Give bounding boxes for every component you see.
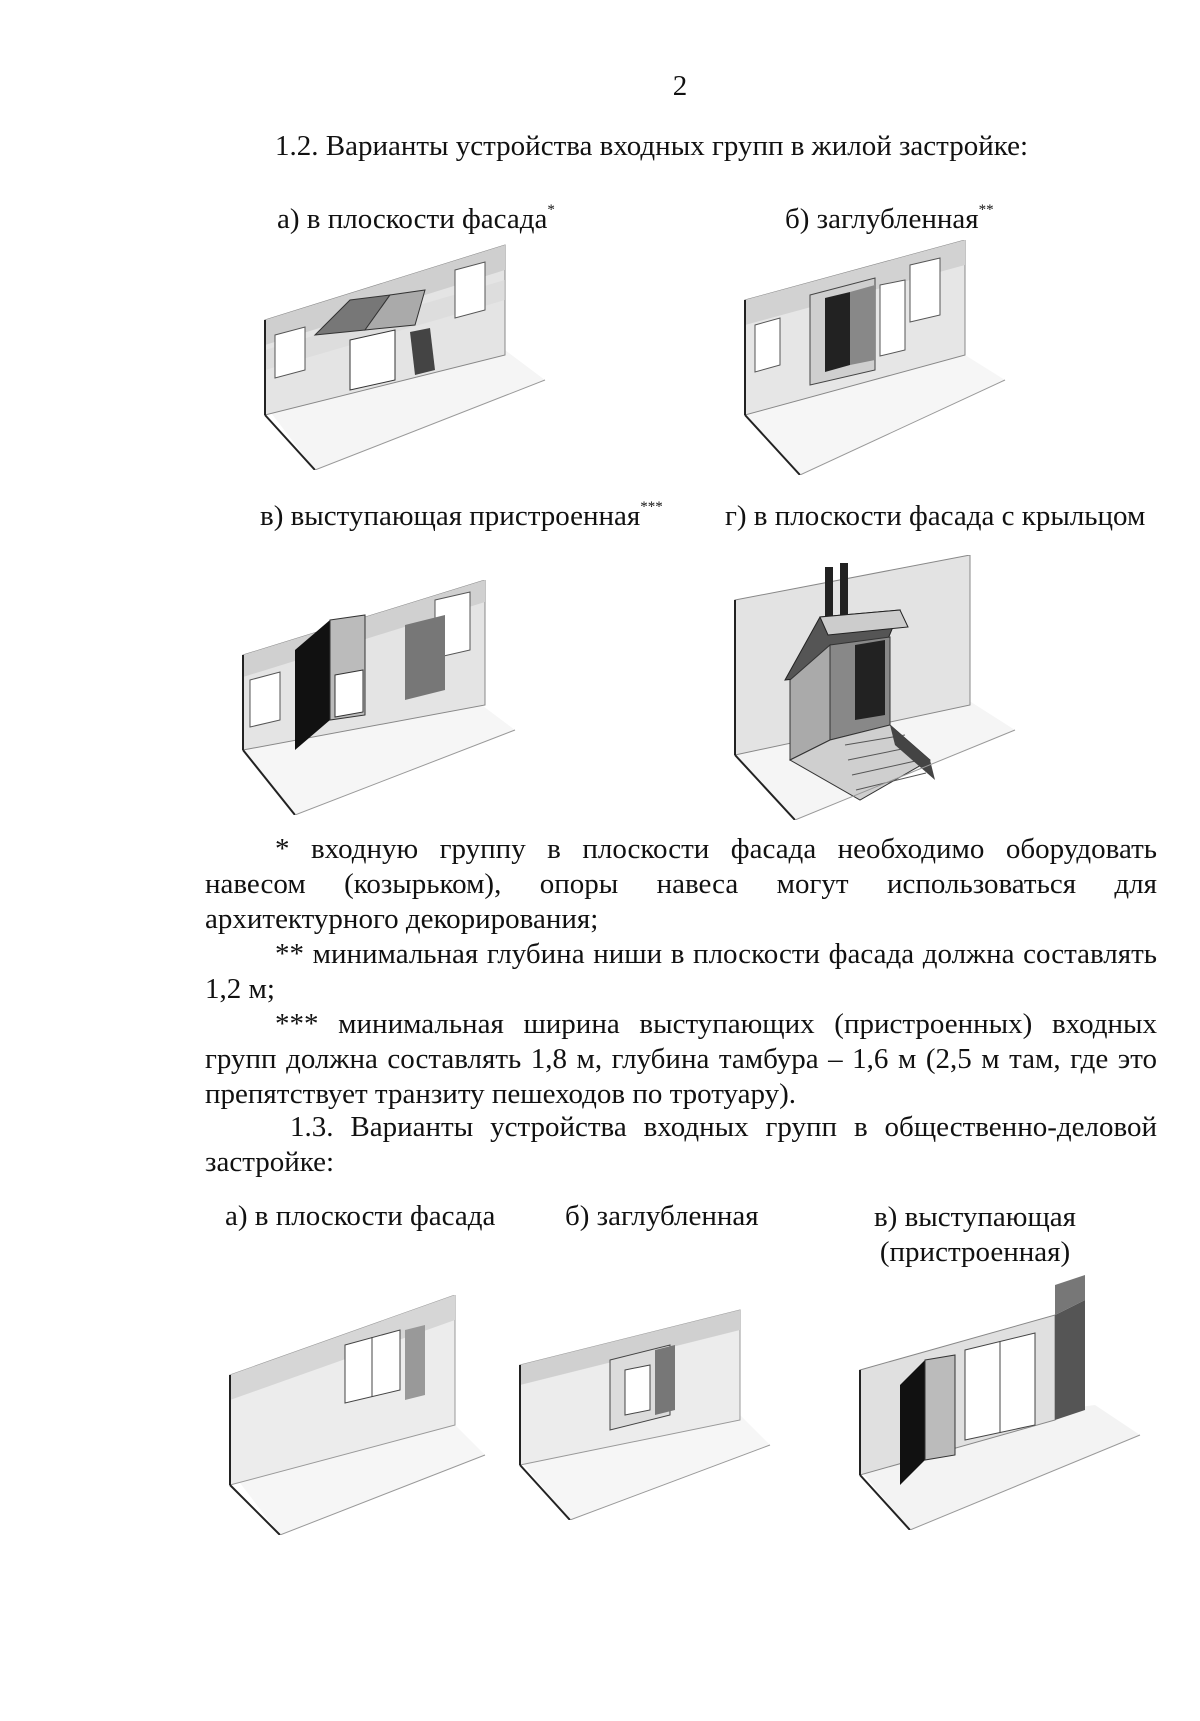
footnote-mark: *** bbox=[640, 499, 663, 515]
footnote-2-line-1: ** минимальная глубина ниши в плоскости … bbox=[275, 938, 1157, 970]
caption-public-c-line-2: (пристроенная) bbox=[879, 1236, 1071, 1268]
footnote-3-line-3: препятствует транзиту пешеходов по троту… bbox=[205, 1078, 797, 1110]
section-1-2-heading: 1.2. Варианты устройства входных групп в… bbox=[275, 130, 1029, 162]
figure-residential-c-projecting bbox=[242, 580, 516, 815]
caption-d-facade-plane-porch: г) в плоскости фасада с крыльцом bbox=[725, 500, 1146, 532]
figure-residential-a-facade-plane bbox=[264, 244, 546, 470]
footnote-3-line-1: *** минимальная ширина выступающих (прис… bbox=[275, 1008, 1157, 1040]
footnote-mark: ** bbox=[978, 202, 994, 218]
figure-public-a-facade-plane bbox=[229, 1295, 486, 1535]
caption-c-projecting-annex: в) выступающая пристроенная*** bbox=[260, 499, 663, 533]
figure-residential-d-porch bbox=[734, 555, 1016, 820]
caption-public-b-recessed: б) заглубленная bbox=[565, 1200, 759, 1232]
figure-public-c-projecting bbox=[859, 1275, 1141, 1530]
section-1-3-line-1: 1.3. Варианты устройства входных групп в… bbox=[290, 1111, 1157, 1143]
caption-b-recessed: б) заглубленная** bbox=[785, 202, 994, 236]
caption-public-c-projecting: в) выступающая (пристроенная) bbox=[860, 1200, 1090, 1270]
page-number: 2 bbox=[672, 70, 688, 102]
section-1-3-line-2: застройке: bbox=[205, 1146, 335, 1178]
footnote-mark: * bbox=[547, 202, 555, 218]
section-1-3-heading: 1.3. Варианты устройства входных групп в… bbox=[205, 1110, 1157, 1180]
figure-residential-b-recessed bbox=[744, 240, 1006, 475]
footnote-1-line-1: * входную группу в плоскости фасада необ… bbox=[275, 833, 1157, 865]
footnote-1-line-3: архитектурного декорирования; bbox=[205, 903, 599, 935]
footnotes-block: * входную группу в плоскости фасада необ… bbox=[205, 832, 1157, 1112]
caption-public-c-line-1: в) выступающая bbox=[873, 1201, 1077, 1233]
footnote-2-line-2: 1,2 м; bbox=[205, 973, 275, 1005]
figure-public-b-recessed bbox=[519, 1309, 771, 1520]
footnote-1-line-2: навесом (козырьком), опоры навеса могут … bbox=[205, 868, 1157, 900]
caption-public-a-facade-plane: а) в плоскости фасада bbox=[225, 1200, 496, 1232]
caption-a-facade-plane: а) в плоскости фасада* bbox=[277, 202, 555, 236]
footnote-3-line-2: групп должна составлять 1,8 м, глубина т… bbox=[205, 1043, 1157, 1075]
